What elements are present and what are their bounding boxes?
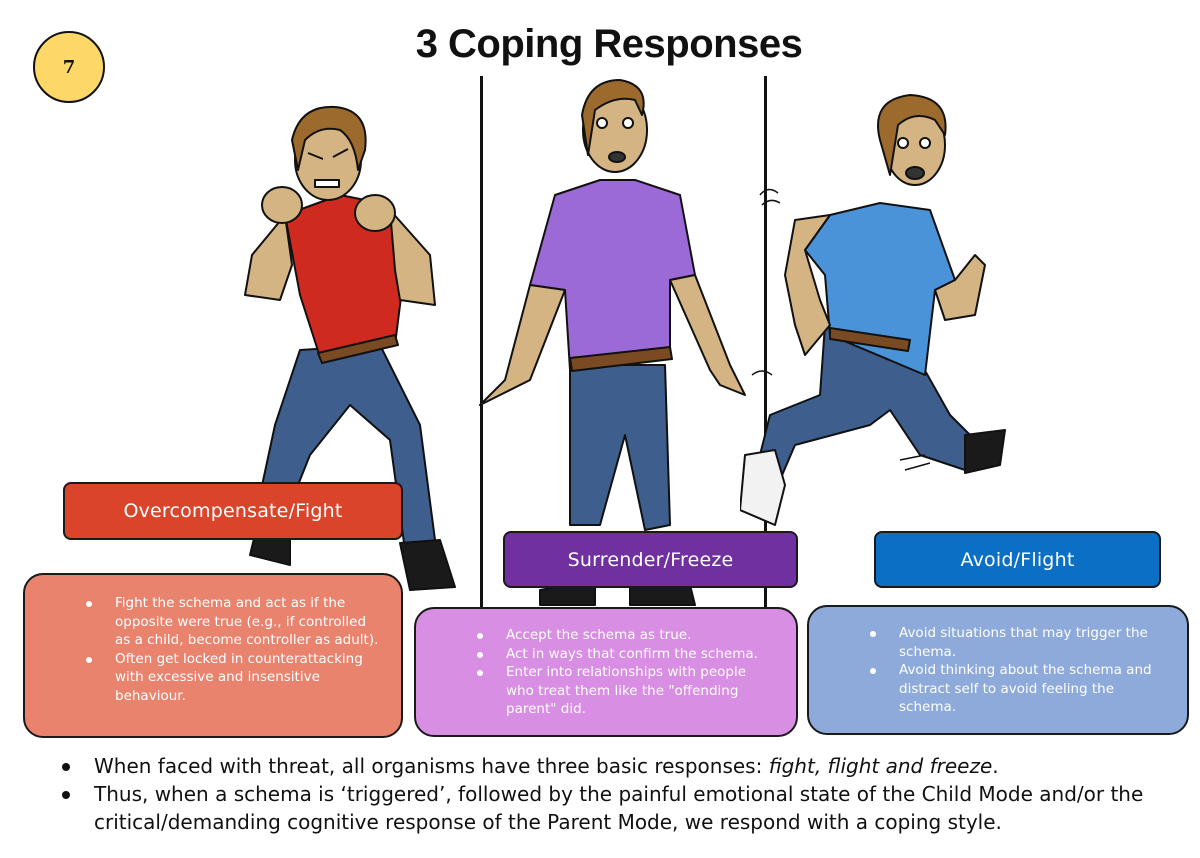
page-number: 7 xyxy=(62,56,76,78)
fight-label: Overcompensate/Fight xyxy=(63,482,403,540)
freeze-bullet-3: Enter into relationships with people who… xyxy=(416,663,796,719)
summary-bullet-2: Thus, when a schema is ‘triggered’, foll… xyxy=(56,780,1176,836)
fight-bullet-2: Often get locked in counterattacking wit… xyxy=(25,650,401,706)
summary-list: When faced with threat, all organisms ha… xyxy=(56,752,1176,836)
freeze-bullet-2: Act in ways that confirm the schema. xyxy=(416,645,796,664)
freeze-bullet-1: Accept the schema as true. xyxy=(416,626,796,645)
freeze-description: Accept the schema as true. Act in ways t… xyxy=(414,607,798,737)
flight-label-text: Avoid/Flight xyxy=(960,548,1075,571)
fight-label-text: Overcompensate/Fight xyxy=(123,500,343,522)
flight-label: Avoid/Flight xyxy=(874,531,1161,588)
divider-right xyxy=(764,76,767,610)
page-title: 3 Coping Responses xyxy=(415,22,803,66)
running-away-man-illustration xyxy=(740,94,1006,526)
summary-bullet-1: When faced with threat, all organisms ha… xyxy=(56,752,1176,780)
summary-bullet-1-emphasis: fight, flight and freeze xyxy=(768,754,993,778)
fight-bullet-1: Fight the schema and act as if the oppos… xyxy=(25,594,401,650)
divider-left xyxy=(480,76,483,612)
flight-bullet-2: Avoid thinking about the schema and dist… xyxy=(809,661,1187,717)
freeze-label-text: Surrender/Freeze xyxy=(567,548,734,571)
frightened-standing-man-illustration xyxy=(479,79,746,606)
fight-description: Fight the schema and act as if the oppos… xyxy=(23,573,403,738)
freeze-label: Surrender/Freeze xyxy=(503,531,798,588)
page-number-badge: 7 xyxy=(33,31,105,103)
flight-bullet-1: Avoid situations that may trigger the sc… xyxy=(809,624,1187,661)
summary-bullet-1-suffix: . xyxy=(992,754,999,778)
flight-description: Avoid situations that may trigger the sc… xyxy=(807,605,1189,735)
summary-bullet-1-prefix: When faced with threat, all organisms ha… xyxy=(94,754,769,778)
